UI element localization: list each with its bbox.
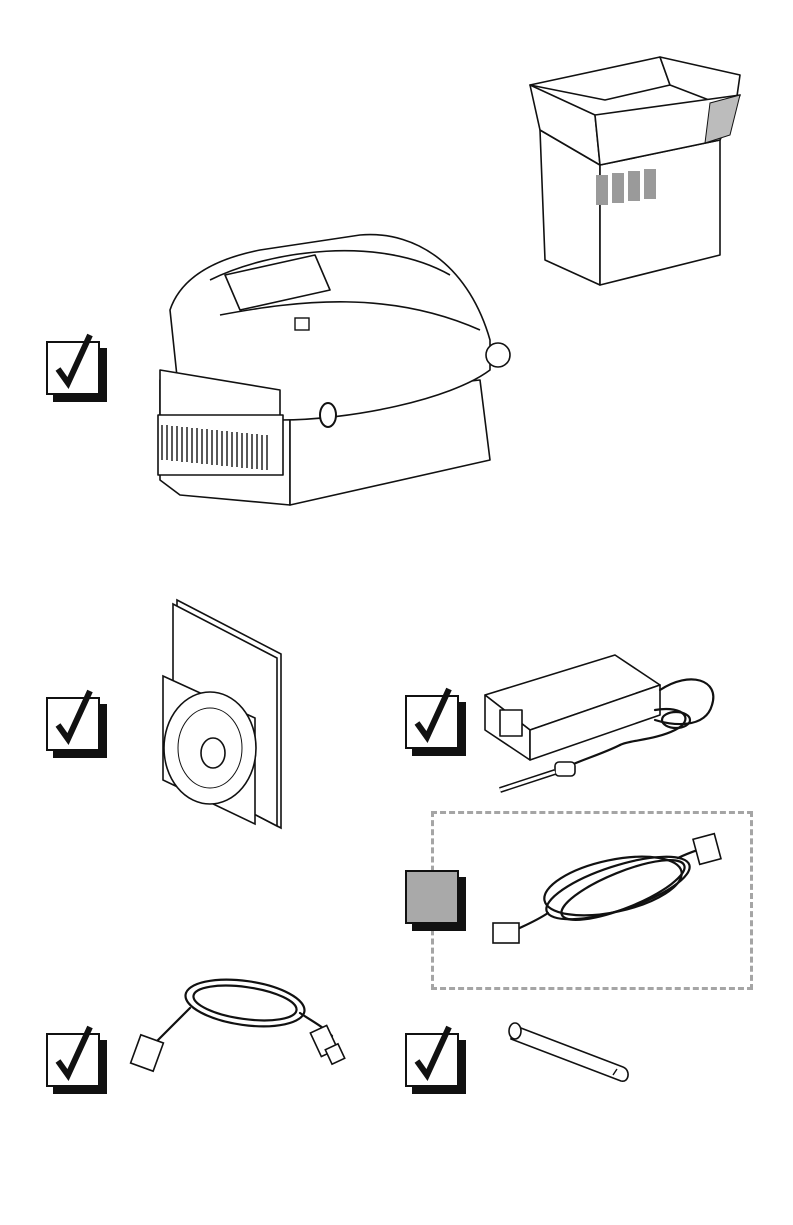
- power-supply-illustration: [480, 650, 725, 800]
- usb-cable-illustration: [120, 968, 350, 1083]
- printer-checkbox: [46, 341, 100, 395]
- shipping-box-illustration: [520, 55, 750, 290]
- media-spindle-checkbox: [405, 1033, 459, 1087]
- power-cord-optional-box: [405, 870, 459, 924]
- printer-illustration: [150, 230, 515, 515]
- checkmark-icon: [407, 1035, 457, 1085]
- power-cord-illustration: [488, 828, 733, 958]
- documentation-cd-illustration: [155, 598, 285, 830]
- media-spindle-illustration: [505, 1015, 635, 1087]
- checkmark-icon: [407, 697, 457, 747]
- power-supply-checkbox: [405, 695, 459, 749]
- checkmark-icon: [48, 343, 98, 393]
- checkmark-icon: [48, 1035, 98, 1085]
- usb-cable-checkbox: [46, 1033, 100, 1087]
- checkmark-icon: [48, 699, 98, 749]
- documentation-checkbox: [46, 697, 100, 751]
